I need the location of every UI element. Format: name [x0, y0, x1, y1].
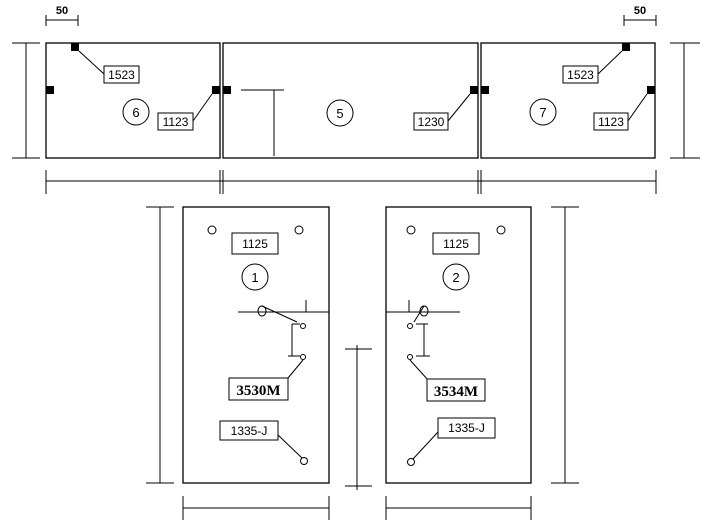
part-tag-text: 1123: [163, 115, 189, 129]
part-tag-text: 1523: [567, 68, 594, 82]
mount-hole: [294, 225, 304, 235]
dimension-label: 50: [634, 5, 646, 17]
side-bracket-right: [670, 42, 700, 159]
panel-number: 5: [336, 106, 343, 121]
panel-5: 1230 5: [222, 42, 479, 159]
mount-hole: [407, 458, 415, 466]
panel-number-circle: [326, 99, 354, 127]
part-tag: [413, 112, 449, 131]
panel-number: 1: [251, 270, 258, 285]
dimension-line-panel-2: [385, 496, 532, 520]
part-tag: [437, 417, 496, 439]
side-bracket-lower-right: [551, 206, 579, 484]
dimension-line-panel-1: [182, 496, 330, 520]
side-bracket-lower-left: [146, 206, 174, 484]
part-tag-text: 1523: [108, 68, 135, 82]
part-number-box: [228, 377, 289, 401]
part-tag: [593, 112, 629, 131]
part-tag-text: 1123: [598, 115, 624, 129]
part-tag: [231, 232, 279, 255]
mount-block: [470, 86, 478, 94]
part-number: 3534M: [434, 384, 478, 400]
part-tag-text: 1125: [443, 237, 469, 251]
panel-number-circle: [529, 98, 557, 126]
mount-block: [481, 86, 489, 94]
panel-number-circle: [241, 263, 269, 291]
part-number-box: [426, 378, 486, 402]
part-tag-text: 1230: [418, 115, 445, 129]
side-bracket-left: [12, 42, 40, 159]
mount-hole: [496, 225, 506, 235]
part-tag: [562, 65, 599, 84]
part-tag: [432, 232, 480, 255]
part-tag-text: 1125: [242, 237, 268, 251]
panel-number-circle: [122, 98, 150, 126]
dimension-top-left: 50: [45, 5, 79, 26]
dimension-top-right: 50: [623, 5, 657, 26]
part-number: 3530M: [236, 383, 280, 399]
part-tag: [157, 112, 194, 131]
mount-hole: [300, 457, 308, 465]
switch-symbol: [238, 300, 329, 360]
panel-number: 7: [539, 105, 546, 120]
mount-block: [647, 86, 655, 94]
part-tag-text: 1335-J: [231, 424, 268, 438]
switch-symbol: [386, 300, 460, 360]
center-bracket: [345, 345, 372, 490]
panel-7: 1523 1123 7: [480, 42, 656, 159]
panel-2: 1125 2 3534M 1335-J: [385, 206, 532, 484]
part-tag: [219, 420, 279, 441]
mount-block: [71, 43, 79, 51]
panel-6: 1523 1123 6: [45, 42, 221, 159]
mount-block: [46, 86, 54, 94]
mount-block: [212, 86, 220, 94]
mount-block: [223, 86, 231, 94]
part-tag-text: 1335-J: [448, 421, 485, 435]
panel-1: 1125 1 3530M 1335-J: [182, 206, 330, 484]
part-tag: [103, 65, 140, 84]
mount-block: [622, 43, 630, 51]
panel-number: 2: [452, 270, 459, 285]
mount-hole: [406, 225, 416, 235]
dimension-line-top-row: [45, 170, 657, 194]
dimension-label: 50: [56, 5, 68, 17]
panel-number: 6: [132, 105, 139, 120]
panel-number-circle: [442, 263, 470, 291]
mount-hole: [207, 225, 217, 235]
